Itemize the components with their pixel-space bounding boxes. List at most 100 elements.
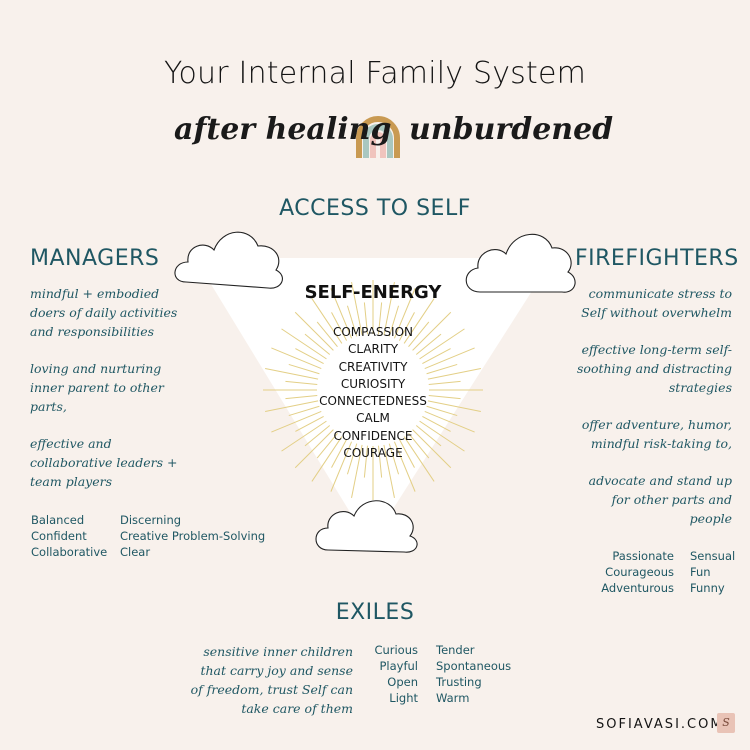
sun-ray [419,328,465,360]
sun-ray [427,368,481,380]
sun-ray [419,420,465,452]
sun-ray [363,302,369,335]
sun-ray [422,348,451,365]
sun-ray [422,415,451,432]
firefighters-word: Adventurous [601,581,674,595]
firefighters-description-line: Self without overwhelm [581,305,732,320]
firefighters-word: Funny [690,581,725,595]
sun-ray [383,282,395,336]
exiles-word: Warm [436,691,470,705]
sun-ray [331,439,348,468]
cloud-exiles-icon [315,500,418,553]
sun-ray [398,439,415,468]
firefighters-descriptions: communicate stress to Self without overwh… [520,284,732,546]
sun-ray [285,394,318,400]
sun-ray [265,400,319,412]
sun-ray [330,441,353,492]
managers-description-line: doers of daily activities [30,305,178,320]
sun-ray [288,363,320,375]
sun-ray [408,321,430,348]
cloud-managers-icon [174,231,283,289]
firefighters-description-line: mindful risk-taking to, [590,436,732,451]
firefighters-word: Fun [690,565,711,579]
access-to-self-label: ACCESS TO SELF [279,196,471,221]
sun-ray [428,380,461,386]
sun-ray [346,305,358,337]
self-quality: CONNECTEDNESS [319,394,427,409]
sun-ray [424,347,475,370]
firefighters-description: communicate stress to Self without overwh… [520,284,732,322]
firefighters-description-line: effective long-term self- [581,342,732,357]
sun-ray [271,410,322,433]
exiles-description-line: that carry joy and sense [200,663,353,678]
sun-ray [316,321,338,348]
self-quality: COMPASSION [332,325,414,339]
sun-ray [281,420,327,452]
sun-ray [383,444,395,498]
sun-ray [311,436,343,482]
firefighters-description-line: advocate and stand up [588,473,732,488]
firefighters-word: Passionate [612,549,674,563]
rainbow-icon [356,116,400,158]
footer-website[interactable]: SOFIAVASI.COM [596,717,724,732]
managers-word: Confident [31,529,87,543]
firefighters-description-line: offer adventure, humor, [581,417,732,432]
managers-description-line: effective and [30,436,112,451]
firefighters-word: Courageous [605,565,674,579]
logo-badge: S [717,713,735,733]
exiles-word: Curious [374,643,418,657]
firefighters-description-line: people [689,511,732,526]
subtitle-after-healing: after healing [174,112,392,147]
sun-ray [428,394,461,400]
sun-rays [263,280,483,500]
exiles-word: Light [389,691,418,705]
sun-ray [346,443,358,475]
cloud-firefighters-icon [465,233,576,293]
sun-ray [271,347,322,370]
exiles-word: Playful [379,659,418,673]
managers-description-line: team players [30,474,113,489]
sun-ray [304,425,331,447]
sun-ray [288,405,320,417]
sun-ray [403,298,435,344]
sun-ray [295,348,324,365]
managers-description-line: loving and nurturing [30,361,162,376]
sun-ray [398,312,415,341]
managers-word: Collaborative [31,545,108,559]
firefighters-description-line: communicate stress to [588,286,732,301]
sun-ray [363,445,369,478]
self-energy-title: SELF-ENERGY [304,282,442,303]
firefighters-description-line: for other parts and [611,492,732,507]
self-quality: CLARITY [347,342,399,357]
sun-ray [426,405,458,417]
exiles-word: Spontaneous [436,659,512,673]
sun-ray [388,305,400,337]
sun-ray [377,445,383,478]
exiles-word: Open [387,675,418,689]
sun-ray [316,432,338,459]
sun-ray [415,333,442,355]
exiles-heading: EXILES [335,600,415,625]
managers-description-line: parts, [30,399,67,414]
self-quality: CALM [356,411,390,426]
sun-ray [331,312,348,341]
firefighters-word: Sensual [690,549,736,563]
firefighters-description: advocate and stand up for other parts and… [520,471,732,528]
self-quality: CREATIVITY [338,359,408,374]
managers-description-line: inner parent to other [30,380,164,395]
sun-ray [351,282,363,336]
sun-ray [393,288,416,339]
exiles-description-line: of freedom, trust Self can [190,682,353,697]
sun-ray [311,298,343,344]
sun-ray [285,380,318,386]
managers-word: Balanced [31,513,85,527]
